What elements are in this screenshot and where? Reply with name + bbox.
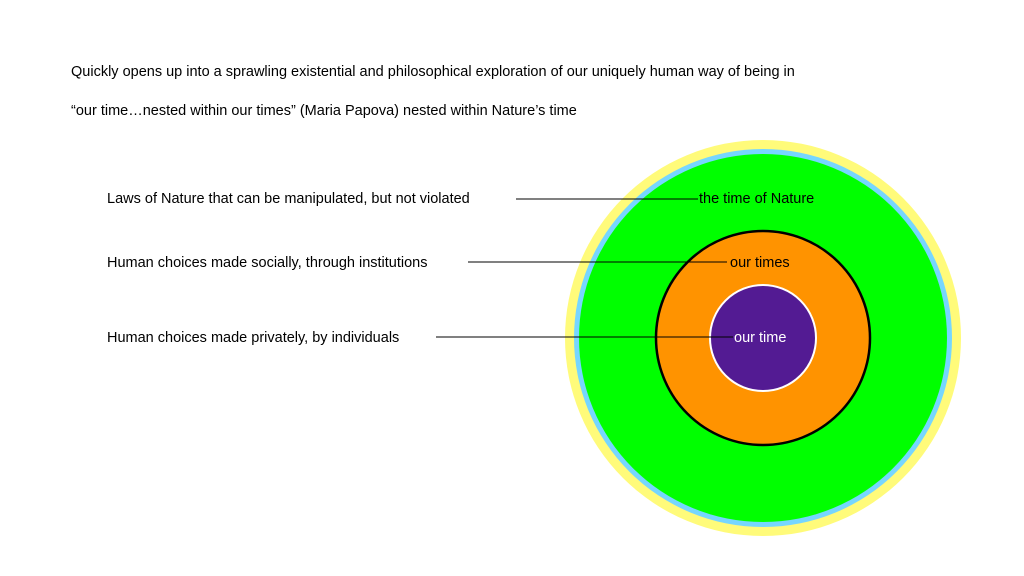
- label-time-of-nature: the time of Nature: [699, 191, 815, 207]
- label-our-time: our time: [734, 330, 787, 346]
- intro-line-1: Quickly opens up into a sprawling existe…: [71, 64, 795, 80]
- annotation-private-choices: Human choices made privately, by individ…: [107, 330, 400, 346]
- label-our-times: our times: [730, 255, 790, 271]
- our-time-circle: [709, 284, 817, 392]
- intro-line-2: “our time…nested within our times” (Mari…: [71, 103, 577, 119]
- annotation-social-choices: Human choices made socially, through ins…: [107, 255, 428, 271]
- annotation-laws-of-nature: Laws of Nature that can be manipulated, …: [107, 191, 470, 207]
